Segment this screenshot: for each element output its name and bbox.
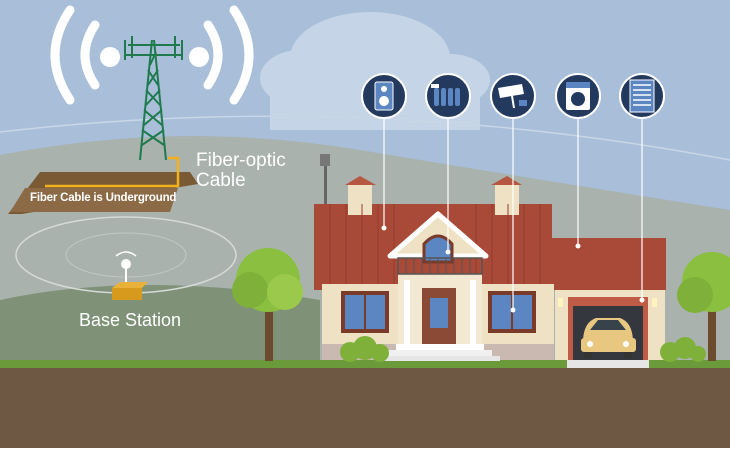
roof-garage	[552, 238, 666, 290]
signal-dot-left	[100, 47, 120, 67]
tree-right	[677, 252, 730, 361]
fiber-optic-label-line2: Cable	[196, 169, 246, 191]
bush-left	[340, 336, 389, 362]
car-icon	[581, 318, 636, 358]
tree-left	[232, 248, 303, 361]
base-station	[112, 251, 148, 300]
window-left	[341, 291, 389, 333]
washing-machine-icon	[555, 73, 601, 119]
ground	[0, 368, 730, 448]
steps-1	[396, 344, 484, 350]
chimney-left	[345, 176, 376, 215]
security-camera-icon	[490, 73, 536, 119]
front-door-glass	[430, 298, 448, 328]
underground-label: Fiber Cable is Underground	[30, 192, 177, 204]
device-connector-dots	[381, 225, 645, 313]
steps-3	[380, 356, 500, 361]
garage-light-right	[652, 298, 657, 307]
sky-arc-line	[0, 115, 730, 161]
fiber-optic-cable-label: Fiber-optic Cable	[196, 151, 326, 191]
balcony	[397, 257, 483, 275]
porch-column-left	[404, 280, 410, 344]
underground-banner-face	[10, 188, 178, 212]
cell-tower	[124, 36, 183, 161]
server-rack-icon	[619, 73, 665, 119]
gable-window	[422, 234, 454, 264]
device-connector-lines	[383, 118, 643, 310]
signal-dot-right	[189, 47, 209, 67]
fiber-cable-line	[45, 156, 180, 188]
steps-2	[388, 350, 492, 356]
grass-strip	[0, 360, 730, 368]
base-station-label: Base Station	[79, 310, 182, 330]
balcony-rails	[405, 258, 471, 274]
garage-light-left	[558, 298, 563, 307]
chimney-right	[491, 176, 522, 215]
bush-right	[660, 337, 706, 362]
antenna-box	[320, 154, 330, 166]
speaker-icon	[361, 73, 407, 119]
fiber-optic-label-line1: Fiber-optic	[196, 150, 286, 171]
porch-column-right	[470, 280, 476, 344]
antenna-pole	[324, 162, 327, 204]
radiator-icon	[425, 73, 471, 119]
driveway	[567, 360, 649, 368]
signal-waves-icon	[50, 5, 254, 105]
